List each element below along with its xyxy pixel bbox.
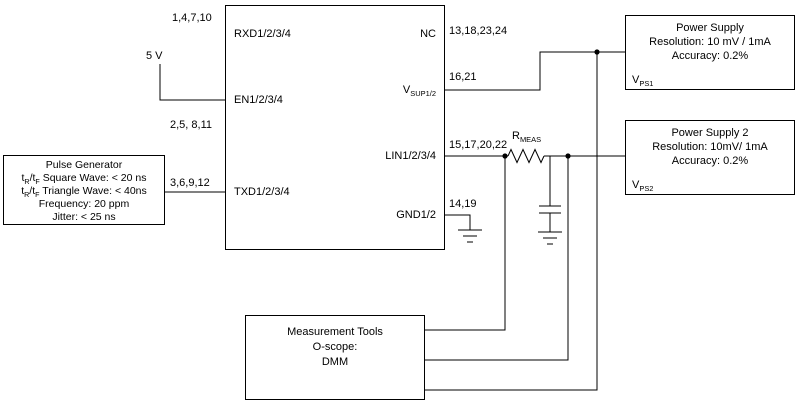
power-supply-1-box: Power Supply Resolution: 10 mV / 1mA Acc… — [625, 15, 795, 90]
pin-numbers-lin: 15,17,20,22 — [449, 139, 508, 151]
power-supply-1-title: Power Supply — [676, 22, 744, 34]
tri-t3: Triangle Wave: < 40ns — [39, 185, 147, 197]
pulse-generator-spec-triangle: tR/tF Triangle Wave: < 40ns — [4, 185, 164, 200]
rmeas-sub: MEAS — [519, 135, 542, 145]
wire-vsup-to-power-supply — [445, 51, 625, 91]
power-supply-2-box: Power Supply 2 Resolution: 10mV/ 1mA Acc… — [625, 120, 795, 195]
rmeas-resistor-symbol — [507, 148, 545, 164]
pulse-generator-box: Pulse Generator tR/tF Square Wave: < 20 … — [3, 155, 165, 225]
junction-dot-vsup — [594, 49, 600, 55]
ic-pin-label-gnd: GND1/2 — [396, 209, 436, 221]
vps2-base: V — [632, 179, 640, 191]
capacitor-symbol — [539, 156, 561, 232]
tri-t1: t — [21, 185, 25, 197]
pin-numbers-nc: 13,18,23,24 — [449, 25, 508, 37]
sq-t1: t — [21, 172, 25, 184]
junction-dot-lin — [502, 153, 508, 159]
wire-vsup-to-measurement-tools — [425, 52, 598, 391]
ground-symbol-capacitor — [538, 231, 562, 245]
ic-pin-label-nc: NC — [420, 28, 436, 40]
supply-5v-label: 5 V — [146, 50, 163, 62]
measurement-tools-dmm: DMM — [321, 356, 349, 368]
ic-pin-label-lin: LIN1/2/3/4 — [385, 150, 436, 162]
rmeas-label: RMEAS — [512, 130, 541, 143]
sq-s2: F — [35, 178, 40, 187]
pin-numbers-vsup: 16,21 — [449, 71, 477, 83]
power-supply-2-accuracy: Accuracy: 0.2% — [671, 155, 749, 167]
power-supply-1-accuracy: Accuracy: 0.2% — [671, 50, 749, 62]
wire-5v-to-en — [159, 64, 225, 101]
measurement-tools-box: Measurement Tools O-scope: DMM — [245, 315, 425, 400]
measurement-tools-title: Measurement Tools — [287, 326, 383, 338]
power-supply-2-resolution: Resolution: 10mV/ 1mA — [652, 141, 768, 153]
ic-box: RXD1/2/3/4 EN1/2/3/4 TXD1/2/3/4 NC VSUP1… — [225, 5, 445, 250]
wire-rmeas-tap-to-measurement-tools — [425, 156, 569, 361]
pulse-generator-spec-square: tR/tF Square Wave: < 20 ns — [4, 172, 164, 187]
ic-pin-label-vsup: VSUP1/2 — [403, 84, 436, 97]
power-supply-1-resolution: Resolution: 10 mV / 1mA — [649, 36, 771, 48]
power-supply-2-title: Power Supply 2 — [671, 127, 749, 139]
rmeas-base: R — [512, 130, 520, 142]
vps2-label: VPS2 — [632, 178, 653, 192]
vsup-sub: SUP1/2 — [410, 89, 436, 99]
tri-s1: R — [24, 191, 30, 200]
ic-pin-label-rxd: RXD1/2/3/4 — [234, 28, 291, 40]
ground-symbol-gnd-pin — [458, 229, 482, 243]
tri-t2: /t — [29, 185, 36, 197]
vps2-sub: PS2 — [639, 184, 654, 194]
vps1-sub: PS1 — [639, 79, 654, 89]
sq-t2: /t — [29, 172, 36, 184]
pin-numbers-txd: 3,6,9,12 — [170, 177, 210, 189]
wire-lin-tap-to-measurement-tools — [425, 156, 506, 331]
junction-dot-rmeas — [565, 153, 571, 159]
pin-numbers-rxd: 1,4,7,10 — [172, 12, 212, 24]
ic-pin-label-en: EN1/2/3/4 — [234, 94, 283, 106]
measurement-tools-oscope: O-scope: — [312, 341, 358, 353]
vps1-label: VPS1 — [632, 73, 653, 87]
sq-t3: Square Wave: < 20 ns — [39, 172, 147, 184]
pulse-generator-title: Pulse Generator — [45, 159, 123, 171]
vsup-base: V — [402, 84, 411, 96]
ic-pin-label-txd: TXD1/2/3/4 — [234, 186, 290, 198]
vps1-base: V — [632, 74, 640, 86]
pin-numbers-gnd: 14,19 — [449, 198, 477, 210]
wire-gnd — [445, 214, 471, 230]
sq-s1: R — [24, 178, 30, 187]
pin-numbers-en: 2,5, 8,11 — [170, 119, 212, 131]
pulse-generator-spec-frequency: Frequency: 20 ppm — [38, 198, 130, 210]
tri-s2: F — [35, 191, 40, 200]
pulse-generator-spec-jitter: Jitter: < 25 ns — [52, 211, 116, 223]
